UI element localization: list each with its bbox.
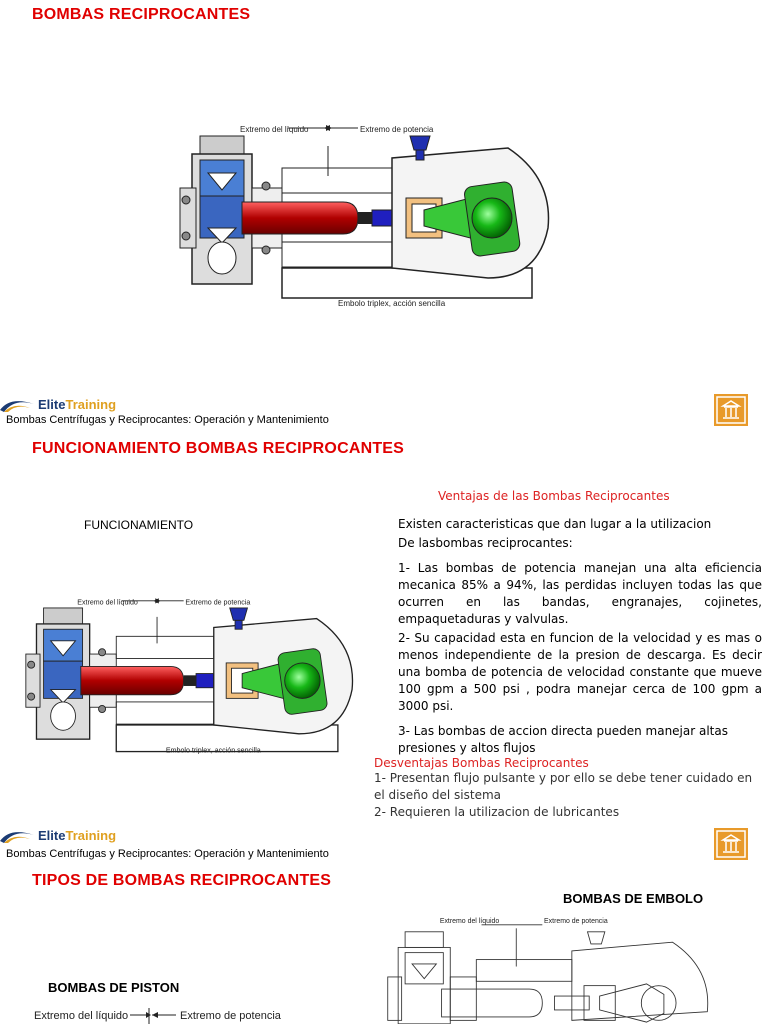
advantages-title-text: Ventajas de las Bombas Reciprocantes xyxy=(438,489,670,503)
piston-label-power: Extremo de potencia xyxy=(180,1010,282,1022)
right-heading: BOMBAS DE EMBOLO xyxy=(563,891,704,906)
advantage-point-3: 3- Las bombas de accion directa pueden m… xyxy=(398,724,728,755)
diagram-caption: Embolo triplex, acción sencilla xyxy=(166,746,261,754)
left-heading: FUNCIONAMIENTO xyxy=(84,518,194,532)
diagram-label-power: Extremo de potencia xyxy=(544,918,608,925)
advantage-point-2: 2- Su capacidad esta en funcion de la ve… xyxy=(398,631,762,713)
piston-label-liquid: Extremo del líquido xyxy=(34,1010,128,1022)
slide-2: FUNCIONAMIENTO BOMBAS RECIPROCANTES FUNC… xyxy=(0,434,768,866)
diagram-caption: Embolo triplex, acción sencilla xyxy=(338,299,446,308)
intro-line-1: Existen caracteristicas que dan lugar a … xyxy=(398,517,712,531)
left-heading: BOMBAS DE PISTON xyxy=(48,980,180,995)
plunger-pump-diagram: Extremo del líquido Extremo de potencia xyxy=(387,918,709,1024)
brand-name: EliteTraining xyxy=(38,828,116,843)
brand-name: EliteTraining xyxy=(38,397,116,412)
disadvantage-2: 2- Requieren la utilizacion de lubricant… xyxy=(374,805,620,819)
pump-diagram: Extremo del líquido Extremo de potencia … xyxy=(25,597,354,754)
company-logo: EliteTraining xyxy=(0,827,116,843)
orange-building-icon xyxy=(714,394,748,426)
disadvantages-title: Desventajas Bombas Reciprocantes xyxy=(374,756,589,770)
disadvantage-1: 1- Presentan flujo pulsante y por ello s… xyxy=(374,771,753,802)
company-logo: EliteTraining xyxy=(0,396,116,412)
footer-course-title: Bombas Centrífugas y Reciprocantes: Oper… xyxy=(6,848,329,860)
intro-line-2: De lasbombas reciprocantes: xyxy=(398,536,573,550)
advantage-point-1: 1- Las bombas de potencia manejan una al… xyxy=(398,561,762,626)
orange-building-icon xyxy=(714,828,748,860)
slide-3: TIPOS DE BOMBAS RECIPROCANTES BOMBAS DE … xyxy=(0,866,768,1024)
slide-title: FUNCIONAMIENTO BOMBAS RECIPROCANTES xyxy=(32,440,405,457)
logo-swoosh-icon xyxy=(0,401,34,412)
slide-title: BOMBAS RECIPROCANTES xyxy=(32,6,251,23)
footer-course-title: Bombas Centrífugas y Reciprocantes: Oper… xyxy=(6,414,329,426)
diagram-label-liquid: Extremo del líquido xyxy=(440,918,500,925)
slide-title: TIPOS DE BOMBAS RECIPROCANTES xyxy=(32,872,332,889)
diagram-label-liquid: Extremo del líquido xyxy=(77,598,138,606)
brand-elite: Elite xyxy=(38,827,66,843)
slide-1: BOMBAS RECIPROCANTES Extremo del líquido… xyxy=(0,0,768,434)
brand-elite: Elite xyxy=(38,396,66,412)
advantages-body: Existen caracteristicas que dan lugar a … xyxy=(398,516,762,759)
diagram-label-liquid: Extremo del líquido xyxy=(240,125,309,134)
piston-pump-labels: Extremo del líquido Extremo de potencia xyxy=(34,1008,282,1024)
brand-training: Training xyxy=(65,827,117,843)
diagram-label-power: Extremo de potencia xyxy=(185,598,250,606)
brand-training: Training xyxy=(65,396,117,412)
logo-swoosh-icon xyxy=(0,832,34,843)
advantages-title: Ventajas de las Bombas Reciprocantes xyxy=(438,489,738,503)
diagram-label-power: Extremo de potencia xyxy=(360,125,434,134)
disadvantages-section: Desventajas Bombas Reciprocantes 1- Pres… xyxy=(374,748,758,821)
pump-diagram: Extremo del líquido Extremo de potencia … xyxy=(179,124,550,308)
